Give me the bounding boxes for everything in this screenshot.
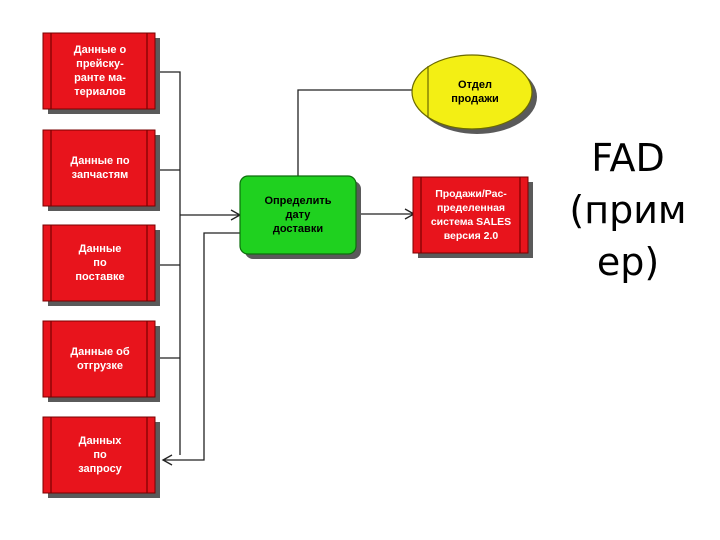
- data-store-price-data: [42, 32, 160, 114]
- store-label-shipment-data: Данные об отгрузке: [70, 346, 130, 372]
- data-store-shipment-data: [42, 320, 160, 402]
- system-label: Продажи/Рас- пределенная система SALES в…: [430, 188, 512, 242]
- connectors: [160, 71, 420, 466]
- data-store-request-data: [42, 416, 160, 498]
- data-store-parts-data: [42, 129, 160, 211]
- store-label-parts-data: Данные по запчастям: [70, 155, 130, 181]
- store-label-price-data: Данные о прейску- ранте ма- териалов: [73, 44, 127, 98]
- store-label-delivery-data: Данные по поставке: [75, 243, 125, 283]
- sales-system-box: [412, 176, 533, 258]
- sales-department-entity: [411, 54, 537, 134]
- connector-process-to-request-data: [161, 232, 240, 466]
- process-label: Определить дату доставки: [264, 195, 332, 235]
- data-store-delivery-data: [42, 224, 160, 306]
- connector-price-data: [160, 71, 181, 455]
- data-stores: [42, 32, 160, 498]
- connector-process-to-sales-dept: [297, 89, 420, 178]
- slide-title: FAD (прим ер): [569, 136, 687, 284]
- process-box: [239, 175, 361, 259]
- store-label-request-data: Данных по запросу: [78, 435, 122, 475]
- entity-label: Отдел продажи: [451, 79, 499, 105]
